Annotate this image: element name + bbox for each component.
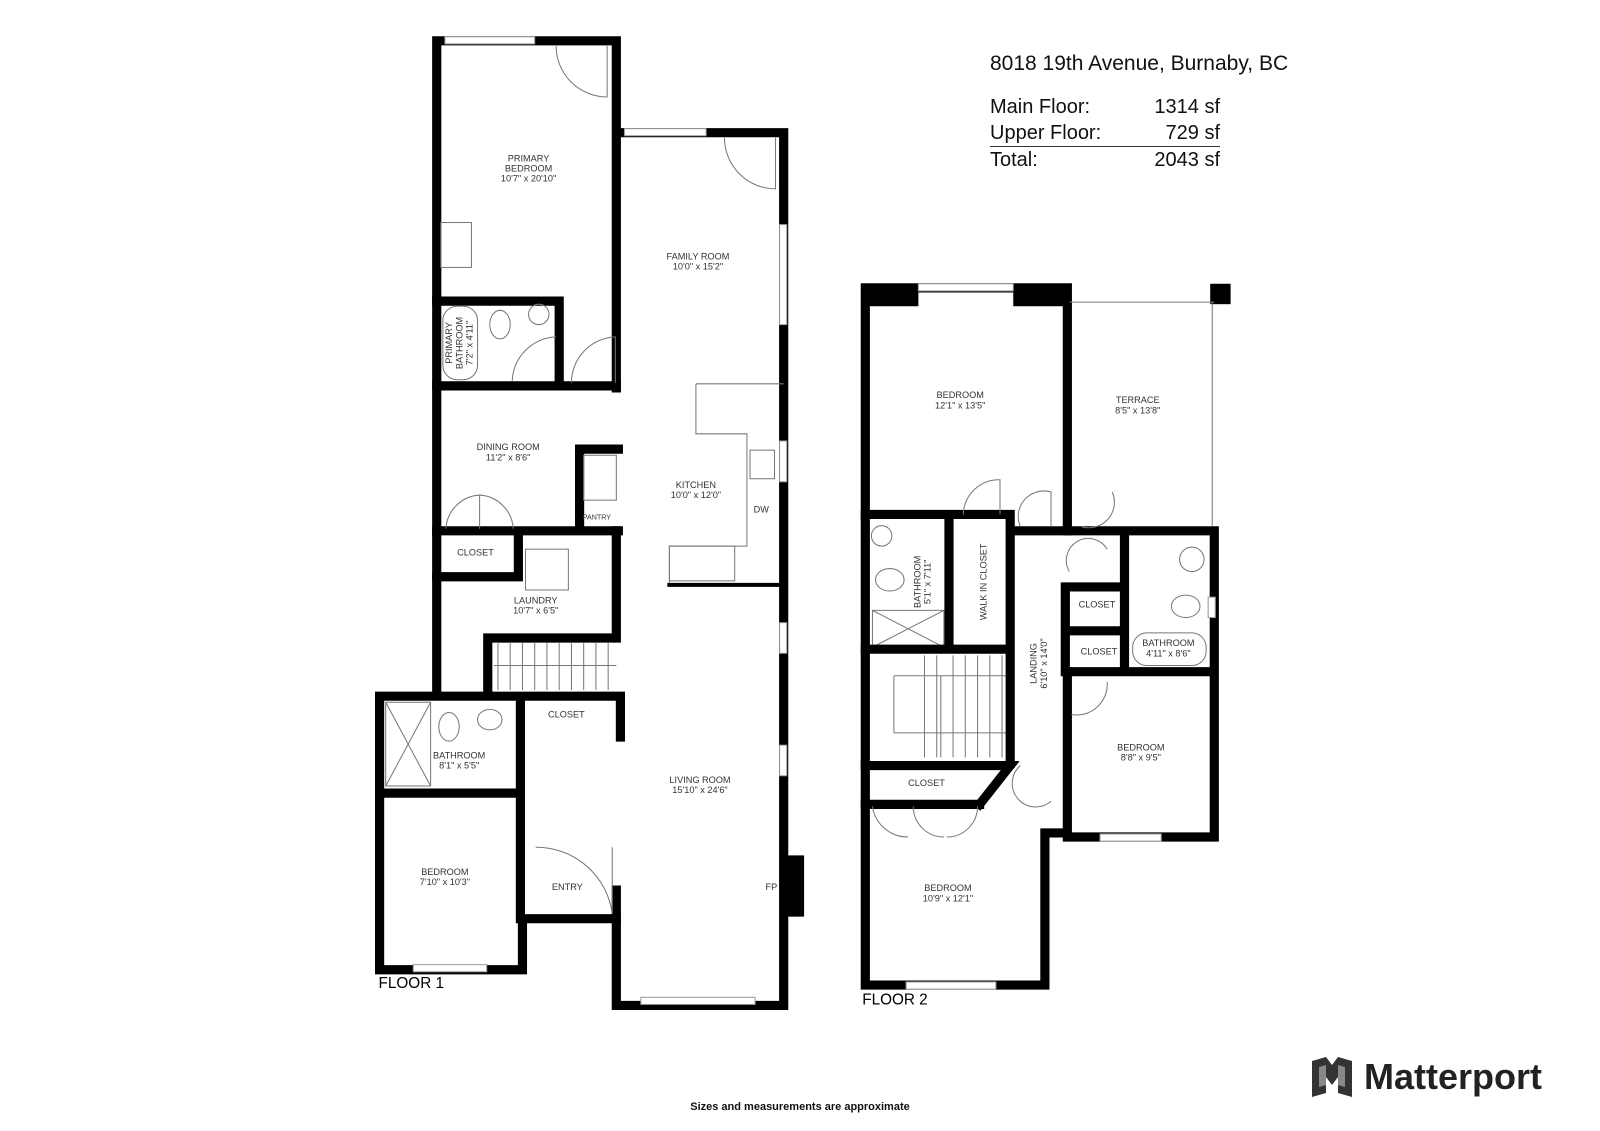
room-label: 12'1" x 13'5" xyxy=(935,400,985,410)
room-label: 5'1" x 7'11" xyxy=(923,560,933,605)
room-label: 7'2" x 4'11" xyxy=(464,321,474,366)
room-label: 8'5" x 13'8" xyxy=(1115,405,1160,415)
address: 8018 19th Avenue, Burnaby, BC xyxy=(990,52,1289,75)
matterport-brand: Matterport xyxy=(1310,1055,1542,1099)
room-label: BATHROOM xyxy=(433,750,485,760)
room-label: TERRACE xyxy=(1116,395,1160,405)
room-label: CLOSET xyxy=(1081,646,1118,656)
room-label: BATHROOM xyxy=(912,556,922,608)
brand-name: Matterport xyxy=(1364,1056,1542,1097)
room-label: 10'7" x 6'5" xyxy=(513,605,558,615)
room-label: LANDING xyxy=(1029,643,1039,684)
floor2-walls xyxy=(860,283,1231,990)
room-label: LAUNDRY xyxy=(514,595,558,605)
room-label: 8'8" x 9'5" xyxy=(1121,752,1161,762)
room-label: WALK IN CLOSET xyxy=(979,543,989,620)
room-label: FP xyxy=(766,882,778,892)
matterport-logo-icon xyxy=(1312,1057,1352,1097)
room-label: PANTRY xyxy=(583,514,611,522)
area-row-main: Main Floor:1314 sf xyxy=(990,96,1220,118)
room-label: 10'0" x 12'0" xyxy=(671,490,721,500)
floor1-walls xyxy=(375,36,1011,1011)
room-label: 4'11" x 8'6" xyxy=(1146,648,1191,658)
room-label: 6'10" x 14'0" xyxy=(1039,638,1049,688)
room-label: KITCHEN xyxy=(676,480,716,490)
room-label: BATHROOM xyxy=(454,317,464,369)
room-label: CLOSET xyxy=(548,710,585,720)
room-label: BEDROOM xyxy=(924,883,971,893)
property-info: 8018 19th Avenue, Burnaby, BC Main Floor… xyxy=(990,52,1288,173)
room-label: CLOSET xyxy=(1079,599,1116,609)
room-label: BATHROOM xyxy=(1142,638,1194,648)
disclaimer: Sizes and measurements are approximate xyxy=(690,1101,910,1113)
room-label: CLOSET xyxy=(457,547,494,557)
room-label: DW xyxy=(754,504,770,514)
room-label: 8'1" x 5'5" xyxy=(439,761,479,771)
room-label: PRIMARY xyxy=(444,322,454,364)
floor2-title: FLOOR 2 xyxy=(862,991,927,1008)
room-label: 10'0" x 15'2" xyxy=(673,261,723,271)
room-label: 7'10" x 10'3" xyxy=(420,877,470,887)
room-label: ENTRY xyxy=(552,882,583,892)
room-label: BEDROOM xyxy=(505,163,552,173)
room-label: FAMILY ROOM xyxy=(667,251,730,261)
floor1-title: FLOOR 1 xyxy=(379,975,444,992)
room-label: DINING ROOM xyxy=(477,442,540,452)
room-label: 15'10" x 24'6" xyxy=(672,785,727,795)
area-row-total: Total:2043 sf xyxy=(990,149,1220,171)
room-label: 10'7" x 20'10" xyxy=(501,174,556,184)
room-label: BEDROOM xyxy=(937,390,984,400)
room-label: LIVING ROOM xyxy=(669,775,730,785)
room-label: 11'2" x 8'6" xyxy=(486,452,531,462)
room-label: 10'9" x 12'1" xyxy=(923,893,973,903)
room-label: PRIMARY xyxy=(508,153,550,163)
room-label: BEDROOM xyxy=(421,867,468,877)
area-row-upper: Upper Floor:729 sf xyxy=(990,120,1220,147)
room-label: BEDROOM xyxy=(1117,742,1164,752)
room-label: CLOSET xyxy=(908,778,945,788)
